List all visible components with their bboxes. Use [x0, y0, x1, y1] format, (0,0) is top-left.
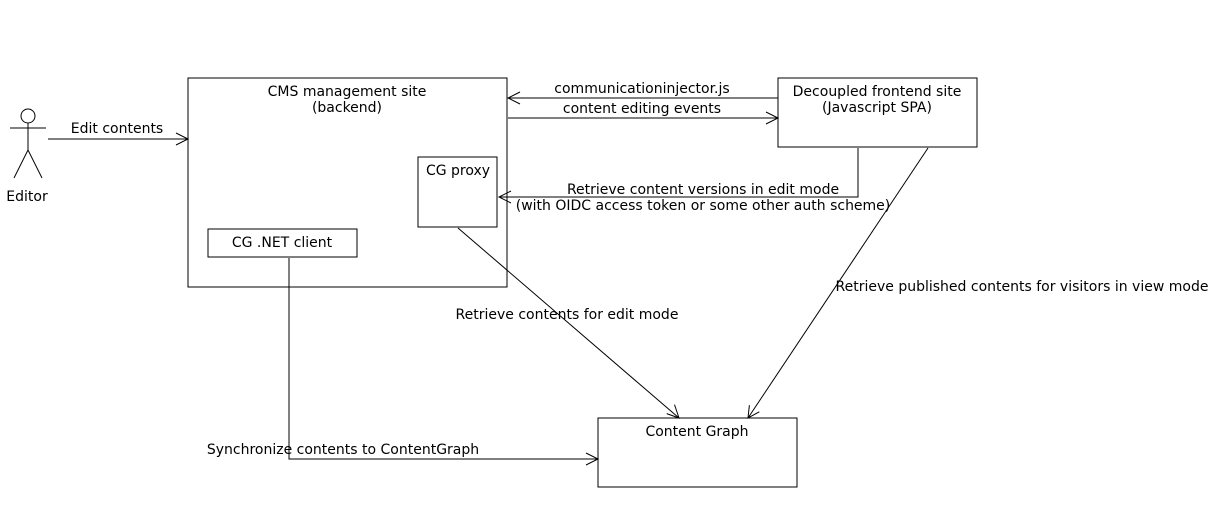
content-editing-events-arrowhead: [765, 111, 780, 125]
actor-label: Editor: [6, 189, 48, 205]
cms-subtitle: (backend): [312, 100, 382, 116]
edge-retrieve-versions: Retrieve content versions in edit mode (…: [497, 148, 891, 214]
cg-proxy-label: CG proxy: [426, 163, 490, 179]
edge-content-editing-events: content editing events: [508, 101, 780, 125]
retrieve-versions-label: Retrieve content versions in edit mode: [567, 182, 839, 198]
frontend-node: Decoupled frontend site (Javascript SPA): [777, 77, 978, 148]
content-graph-label: Content Graph: [645, 424, 748, 440]
edge-retrieve-published: Retrieve published contents for visitors…: [747, 147, 1209, 419]
frontend-subtitle: (Javascript SPA): [822, 100, 932, 116]
retrieve-versions-line: [499, 148, 859, 198]
cg-proxy-box: [417, 156, 498, 228]
retrieve-edit-mode-arrowhead: [666, 404, 680, 419]
retrieve-versions-auth-label: (with OIDC access token or some other au…: [516, 198, 891, 214]
edit-contents-label: Edit contents: [71, 121, 163, 137]
synchronize-label: Synchronize contents to ContentGraph: [207, 442, 479, 458]
actor-right-leg-shape: [27, 149, 43, 179]
content-graph-node: Content Graph: [597, 417, 798, 488]
content-graph-box: [597, 417, 798, 488]
cg-client-label: CG .NET client: [232, 235, 333, 251]
actor-head-shape: [20, 108, 36, 124]
retrieve-versions-arrowhead: [497, 190, 512, 204]
retrieve-published-label: Retrieve published contents for visitors…: [836, 279, 1209, 295]
retrieve-published-arrowhead: [747, 405, 760, 419]
edit-contents-arrowhead: [175, 132, 190, 146]
retrieve-edit-mode-line: [457, 227, 680, 419]
cg-client-box: [207, 228, 358, 258]
cg-client-node: CG .NET client: [207, 228, 358, 258]
actor-left-leg-shape: [13, 149, 29, 179]
frontend-title: Decoupled frontend site: [793, 84, 962, 100]
retrieve-edit-mode-label: Retrieve contents for edit mode: [456, 307, 679, 323]
synchronize-line: [288, 258, 598, 460]
editor-actor: Editor: [6, 108, 48, 205]
communication-injector-arrowhead: [506, 91, 521, 105]
synchronize-arrowhead: [585, 452, 600, 466]
edge-retrieve-edit-mode: Retrieve contents for edit mode: [456, 227, 680, 419]
edge-communication-injector: communicationinjector.js: [506, 81, 778, 105]
cg-proxy-node: CG proxy: [417, 156, 498, 228]
frontend-box: [777, 77, 978, 148]
cms-title: CMS management site: [268, 84, 427, 100]
retrieve-published-line: [747, 147, 929, 419]
communication-injector-label: communicationinjector.js: [554, 81, 729, 97]
edge-edit-contents: Edit contents: [48, 121, 190, 146]
edge-synchronize: Synchronize contents to ContentGraph: [207, 258, 600, 466]
content-editing-events-label: content editing events: [563, 101, 721, 117]
